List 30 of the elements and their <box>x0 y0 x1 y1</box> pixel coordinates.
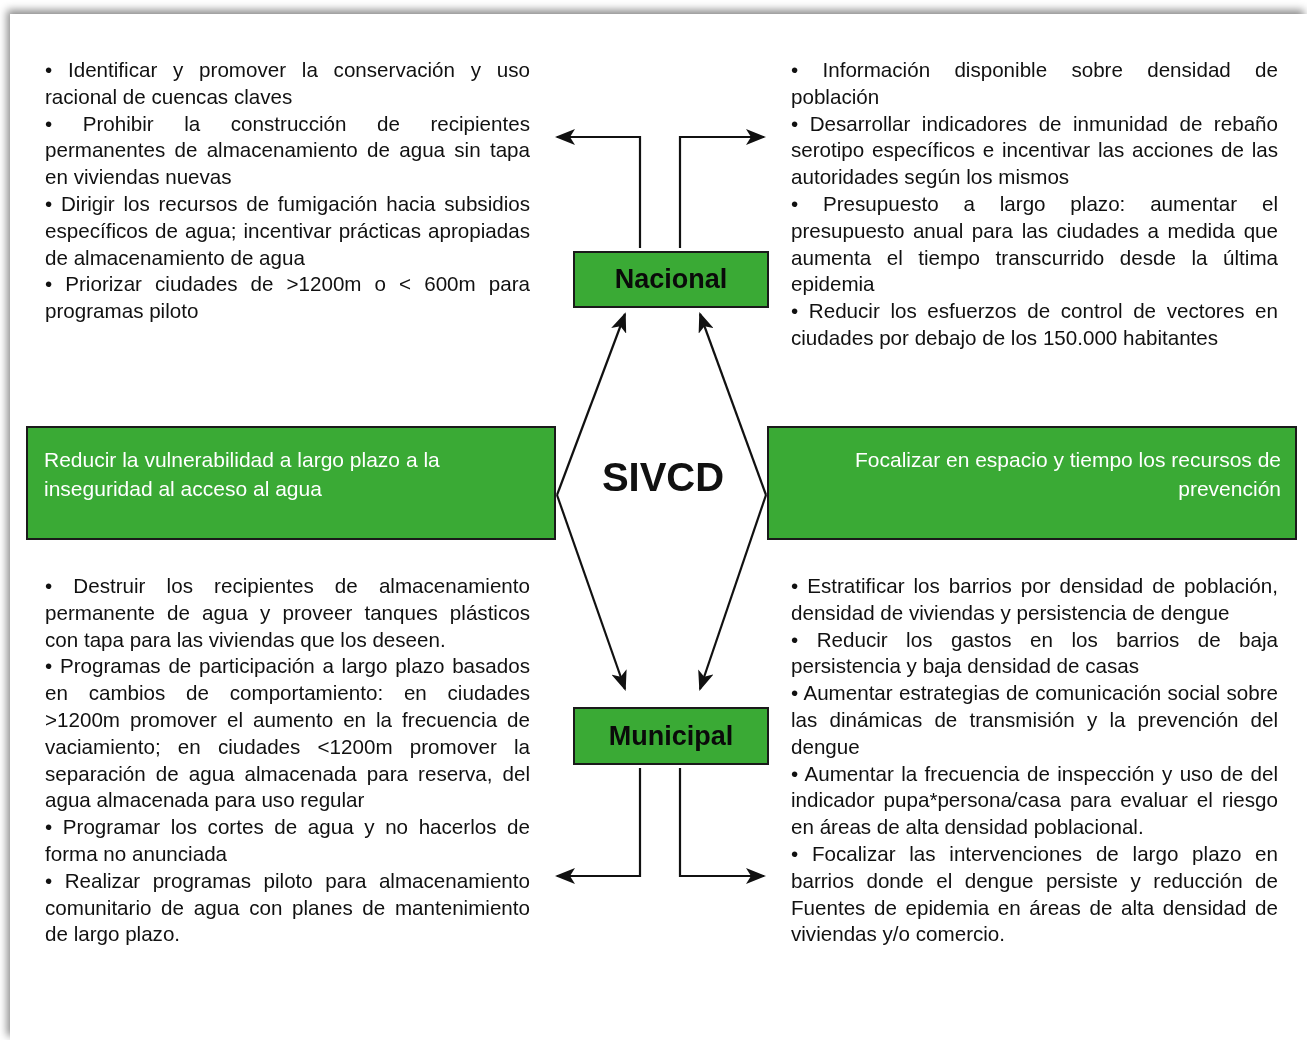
arrow <box>698 494 768 691</box>
arrow <box>555 768 642 884</box>
bullet-item: • Estratificar los barrios por densidad de población, densidad de viviendas y persistencia de dengue <box>791 573 1278 626</box>
bullet-item: • Prohibir la construcción de recipientes permanentes de almacenamiento de agua sin tapa en viviendas nuevas <box>45 110 530 191</box>
level-box: Municipal <box>573 707 769 765</box>
arrow <box>698 312 768 496</box>
center-title: SIVCD <box>600 454 726 501</box>
bullet-item: • Dirigir los recursos de fumigación hacia subsidios específicos de agua; incentivar prácticas apropiadas de almacenamiento de agua <box>45 191 530 271</box>
objective-box: Focalizar en espacio y tiempo los recursos de prevención <box>767 426 1297 540</box>
arrow <box>555 494 627 691</box>
bullet-item: • Presupuesto a largo plazo: aumentar el presupuesto anual para las ciudades a medida que aumenta el tiempo transcurrido desde la última epidemia <box>791 191 1278 298</box>
bullet-item: • Priorizar ciudades de >1200m o < 600m para programas piloto <box>45 271 530 325</box>
bullet-item: • Información disponible sobre densidad de población <box>791 57 1278 110</box>
bullet-item: • Reducir los esfuerzos de control de vectores en ciudades por debajo de los 150.000 habitantes <box>791 298 1278 351</box>
bullet-item: • Programas de participación a largo plazo basados en cambios de comportamiento: en ciudades >1200m promover el aumento en la frecuencia de vaciamiento; en ciudades <1200m promover la separación de agua almacenada para reserva, del agua almacenada para uso regular <box>45 653 530 814</box>
arrow <box>555 129 642 248</box>
bullet-item: • Realizar programas piloto para almacenamiento comunitario de agua con planes de mantenimiento de largo plazo. <box>45 867 530 948</box>
bullet-item: • Programar los cortes de agua y no hacerlos de forma no anunciada <box>45 814 530 867</box>
bullet-item: • Destruir los recipientes de almacenamiento permanente de agua y proveer tanques plásticos con tapa para las viviendas que los deseen. <box>45 573 530 653</box>
bullet-item: • Desarrollar indicadores de inmunidad de rebaño serotipo específicos e incentivar las acciones de las autoridades según los mismos <box>791 110 1278 191</box>
objective-box: Reducir la vulnerabilidad a largo plazo a la inseguridad al acceso al agua <box>26 426 556 540</box>
arrow <box>555 312 627 496</box>
bullet-item: • Aumentar estrategias de comunicación social sobre las dinámicas de transmisión y la prevención del dengue <box>791 680 1278 760</box>
level-box: Nacional <box>573 251 769 308</box>
arrow <box>678 768 766 884</box>
bullet-item: • Aumentar la frecuencia de inspección y uso de del indicador pupa*persona/casa para evaluar el riesgo en áreas de alta densidad poblacional. <box>791 760 1278 841</box>
bullet-item: • Reducir los gastos en los barrios de baja persistencia y baja densidad de casas <box>791 626 1278 680</box>
bullet-item: • Focalizar las intervenciones de largo plazo en barrios donde el dengue persiste y reducción de Fuentes de epidemia en áreas de alta densidad de viviendas y/o comercio. <box>791 840 1278 948</box>
arrow <box>678 129 766 248</box>
bullet-item: • Identificar y promover la conservación y uso racional de cuencas claves <box>45 57 530 110</box>
